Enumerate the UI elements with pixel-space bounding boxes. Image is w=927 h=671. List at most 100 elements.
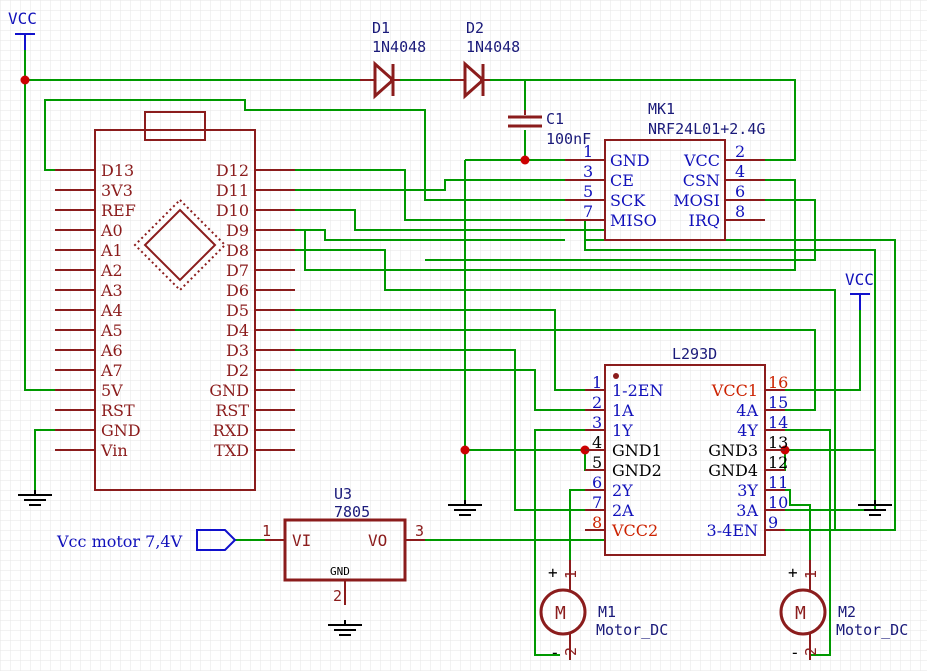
arduino-pin-label: A2 — [100, 261, 123, 280]
mk1-pin-name: SCK — [610, 191, 646, 210]
mk1-pin-number: 2 — [735, 142, 745, 161]
arduino-pin-label: D10 — [216, 201, 249, 220]
l293-pin-name: 1-2EN — [612, 381, 663, 400]
l293-pin-number: 15 — [768, 393, 788, 412]
mk1-pin-number: 5 — [583, 182, 593, 201]
svg-text:NRF24L01+2.4G: NRF24L01+2.4G — [648, 120, 765, 138]
arduino-pin-label: D12 — [216, 161, 249, 180]
l293-pin-number: 9 — [768, 513, 778, 532]
capacitor-c1: C1 100nF — [508, 110, 591, 148]
l293-pin-name: 3A — [736, 501, 758, 520]
svg-text:Motor_DC: Motor_DC — [836, 621, 908, 639]
l293-pin-number: 8 — [592, 513, 602, 532]
arduino-pin-label: GND — [209, 381, 249, 400]
l293-pin-name: VCC1 — [711, 381, 758, 400]
svg-text:+: + — [548, 563, 558, 582]
arduino-pin-label: RST — [215, 401, 249, 420]
mk1-pin-number: 4 — [735, 162, 745, 181]
arduino-pin-label: D11 — [216, 181, 249, 200]
motor-input-flag: Vcc motor 7,4V — [56, 529, 237, 551]
l293-pin-name: GND1 — [612, 441, 662, 460]
mk1-pin-number: 3 — [583, 162, 593, 181]
motor-input-label: Vcc motor 7,4V — [56, 532, 183, 551]
l293-pin-name: VCC2 — [611, 521, 658, 540]
l293-pin-name: GND4 — [708, 461, 758, 480]
arduino-pin-label: REF — [101, 201, 136, 220]
l293-pin-name: 4A — [736, 401, 758, 420]
arduino-pin-label: A7 — [100, 361, 123, 380]
l293-pin-name: 2A — [612, 501, 634, 520]
arduino-pin-label: D2 — [226, 361, 249, 380]
l293-pin-name: GND2 — [612, 461, 662, 480]
arduino-pin-label: 3V3 — [101, 181, 133, 200]
l293-pin-number: 10 — [768, 493, 788, 512]
svg-text:1: 1 — [802, 570, 820, 579]
l293-pin-name: GND3 — [708, 441, 758, 460]
svg-text:M: M — [795, 603, 806, 624]
mk1-pin-name: CSN — [683, 171, 720, 190]
arduino-pin-label: A0 — [100, 221, 123, 240]
ground-symbol-mid — [448, 500, 482, 516]
arduino-pin-label: A1 — [100, 241, 123, 260]
arduino-pin-label: A3 — [100, 281, 123, 300]
arduino-pin-label: TXD — [214, 441, 249, 460]
l293-pin-name: 2Y — [612, 481, 633, 500]
l293-pin-number: 6 — [592, 473, 602, 492]
mk1-pin-name: MOSI — [673, 191, 720, 210]
svg-text:VI: VI — [292, 531, 311, 550]
svg-text:D1: D1 — [372, 19, 390, 37]
l293-pin-number: 5 — [592, 453, 602, 472]
l293-pin-number: 1 — [592, 373, 602, 392]
arduino-pin-label: RST — [101, 401, 135, 420]
arduino-pin-label: 5V — [101, 381, 123, 400]
svg-text:L293D: L293D — [672, 345, 717, 363]
svg-text:+: + — [788, 563, 798, 582]
l293-pin-name: 4Y — [737, 421, 758, 440]
svg-text:-: - — [790, 643, 800, 662]
svg-text:3: 3 — [415, 522, 424, 540]
arduino-pin-label: A6 — [100, 341, 123, 360]
svg-text:U3: U3 — [334, 485, 352, 503]
svg-text:7805: 7805 — [334, 503, 370, 521]
l293-pin-name: 1A — [612, 401, 634, 420]
ground-symbol-right — [858, 500, 892, 516]
svg-text:1N4048: 1N4048 — [466, 38, 520, 56]
arduino-pin-label: A5 — [100, 321, 123, 340]
l293-pin-number: 4 — [592, 433, 602, 452]
svg-text:-: - — [550, 643, 560, 662]
arduino-pin-label: Vin — [100, 441, 128, 460]
ground-symbol-arduino — [18, 490, 52, 506]
mk1-pin-number: 6 — [735, 182, 745, 201]
l293-pin-number: 7 — [592, 493, 602, 512]
arduino-pin-label: D3 — [226, 341, 249, 360]
svg-text:M: M — [555, 603, 566, 624]
motor-m1: M + - 1 2 M1 Motor_DC — [539, 560, 668, 662]
diode-d2: D2 1N4048 — [450, 19, 520, 100]
regulator-u3: U3 7805 VI VO GND 1 3 2 — [262, 485, 425, 605]
svg-text:M2: M2 — [838, 603, 856, 621]
l293-pin-name: 3-4EN — [707, 521, 758, 540]
arduino-pin-label: D5 — [226, 301, 249, 320]
l293-pin-name: 3Y — [737, 481, 758, 500]
svg-text:D2: D2 — [466, 19, 484, 37]
diode-d1: D1 1N4048 — [360, 19, 426, 100]
l293-pin-number: 2 — [592, 393, 602, 412]
mk1-pin-number: 1 — [583, 142, 593, 161]
arduino-pin-label: GND — [101, 421, 141, 440]
svg-text:1: 1 — [562, 570, 580, 579]
vcc2-label: VCC — [845, 270, 874, 289]
l293-pin-number: 13 — [768, 433, 788, 452]
l293-pin-number: 14 — [768, 413, 788, 432]
svg-text:1N4048: 1N4048 — [372, 38, 426, 56]
l293-pin-name: 1Y — [612, 421, 633, 440]
svg-text:GND: GND — [330, 565, 350, 578]
svg-text:Motor_DC: Motor_DC — [596, 621, 668, 639]
vcc-symbol-right: VCC — [845, 270, 874, 310]
mk1-pin-name: IRQ — [689, 211, 720, 230]
svg-text:VO: VO — [368, 531, 387, 550]
arduino-pin-label: A4 — [100, 301, 123, 320]
